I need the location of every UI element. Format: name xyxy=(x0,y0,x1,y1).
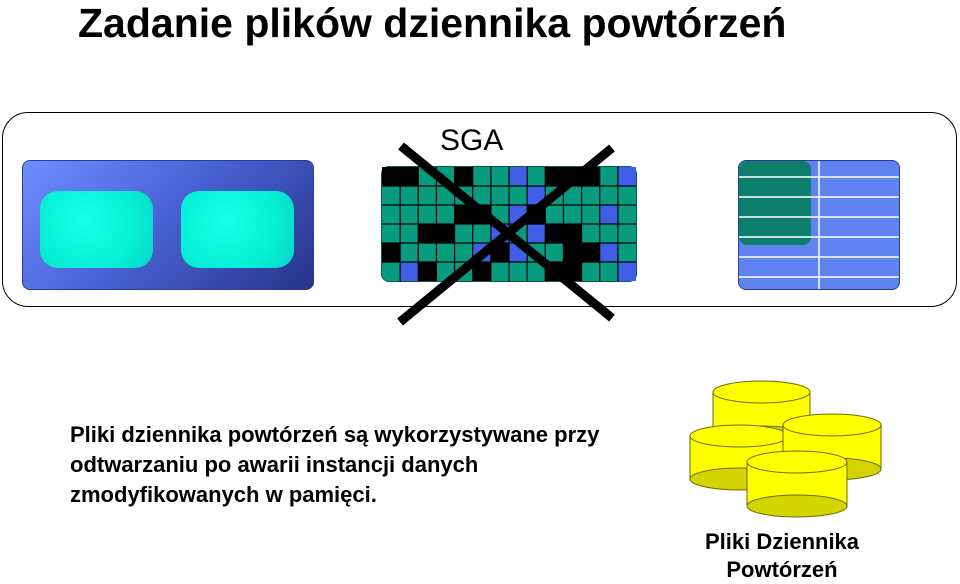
cross-line-2 xyxy=(397,144,615,326)
grid-cell xyxy=(400,167,419,186)
grid-cell xyxy=(527,224,546,243)
grid-cell xyxy=(454,205,473,224)
grid-cell xyxy=(617,262,636,281)
grid-cell xyxy=(472,262,491,281)
shared-pool-lines xyxy=(739,161,899,289)
grid-cell xyxy=(545,167,564,186)
grid-cell xyxy=(400,262,419,281)
sga-label: SGA xyxy=(440,124,504,157)
grid-cell xyxy=(563,262,582,281)
buffer-block-1 xyxy=(40,191,153,268)
slide-title: Zadanie plików dziennika powtórzeń xyxy=(78,0,787,46)
redo-log-file-disk-4 xyxy=(746,450,848,518)
grid-cell xyxy=(509,167,528,186)
buffer-block-2 xyxy=(181,191,294,268)
description-text: Pliki dziennika powtórzeń są wykorzystyw… xyxy=(70,422,600,507)
grid-cell xyxy=(563,243,582,262)
grid-cell xyxy=(617,167,636,186)
grid-cell xyxy=(418,224,437,243)
grid-cell xyxy=(599,205,618,224)
grid-cell xyxy=(454,167,473,186)
shared-pool-panel xyxy=(738,160,900,290)
grid-cell xyxy=(382,243,401,262)
grid-cell xyxy=(382,167,401,186)
shared-pool-block xyxy=(739,161,811,245)
grid-cell xyxy=(563,224,582,243)
grid-cell xyxy=(581,243,600,262)
redo-log-files-label: Pliki Dziennika Powtórzeń xyxy=(704,529,860,582)
grid-cell xyxy=(527,186,546,205)
buffer-cache-panel xyxy=(22,160,314,290)
grid-cell xyxy=(599,243,618,262)
grid-cell xyxy=(436,224,455,243)
grid-cell xyxy=(545,224,564,243)
grid-cell xyxy=(418,262,437,281)
